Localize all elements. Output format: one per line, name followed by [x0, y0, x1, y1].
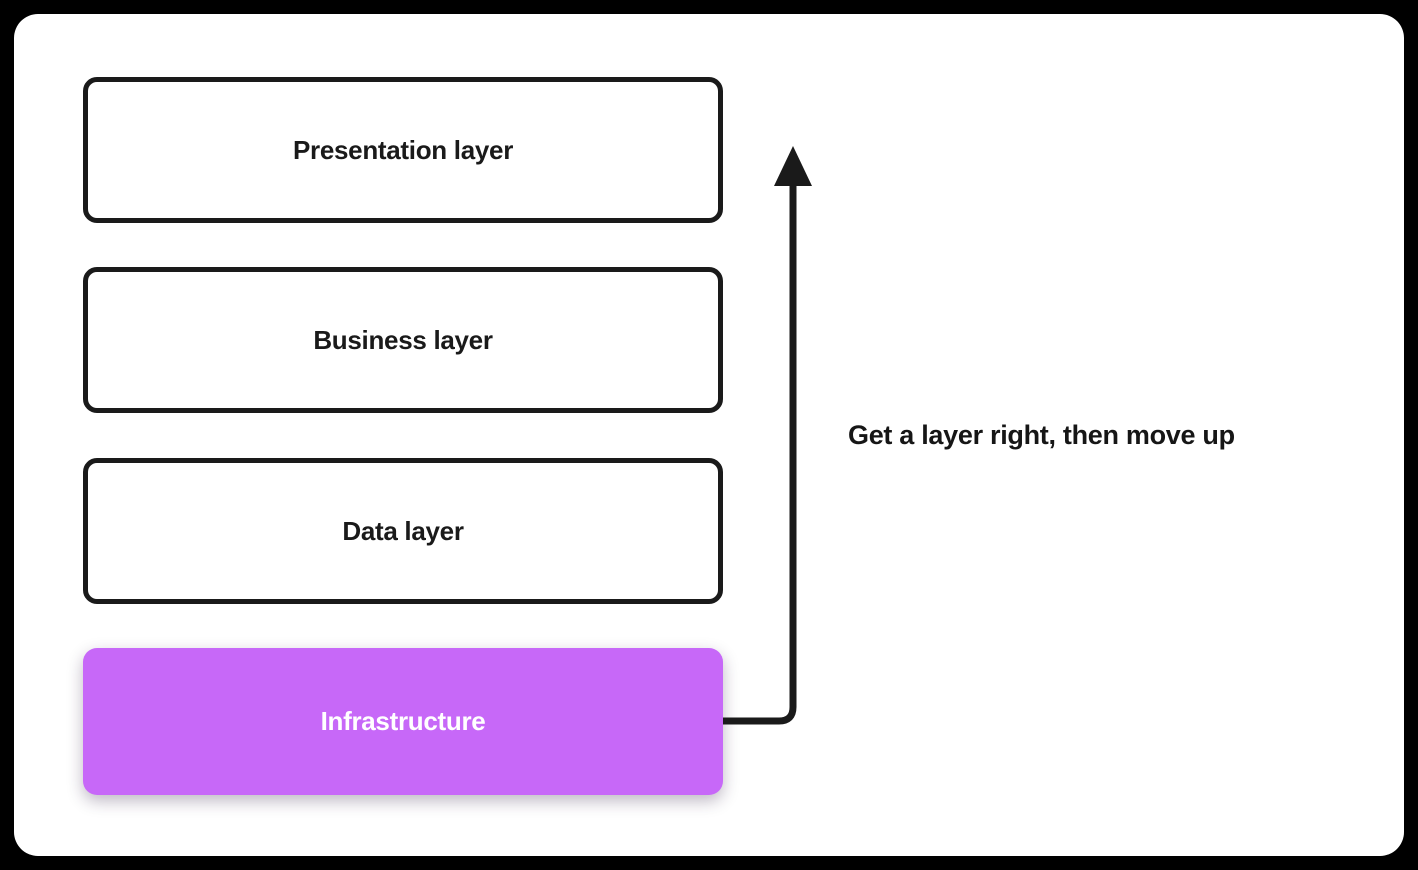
layer-box-presentation: Presentation layer — [83, 77, 723, 223]
layer-box-business: Business layer — [83, 267, 723, 413]
layer-label-infrastructure: Infrastructure — [320, 706, 486, 736]
layer-label-presentation: Presentation layer — [292, 134, 514, 165]
layer-box-data: Data layer — [83, 458, 723, 604]
layer-label-data: Data layer — [342, 515, 464, 546]
annotation-text: Get a layer right, then move up — [848, 420, 1235, 450]
layer-label-business: Business layer — [313, 324, 493, 355]
layer-box-infrastructure: Infrastructure — [83, 648, 723, 795]
